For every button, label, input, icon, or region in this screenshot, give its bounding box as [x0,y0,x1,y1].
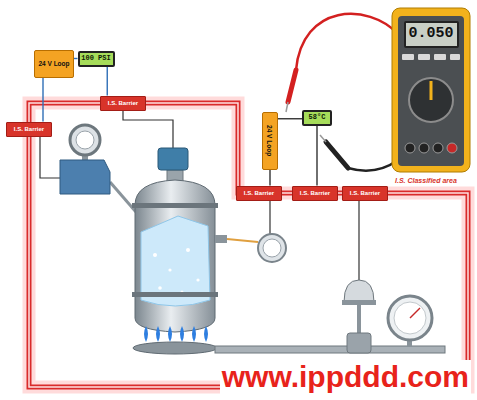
tank-flange [132,203,218,208]
jack [433,143,443,153]
black-lead [348,160,398,171]
is-barrier: I.S. Barrier [236,186,282,201]
flame [180,326,184,342]
dial-pointer [430,81,433,100]
gauge-face [394,302,426,334]
node-text: 0.050 [408,26,453,43]
button [434,54,446,60]
wire [358,198,359,280]
flame [156,326,160,342]
gauge-needle [410,308,420,318]
transmitter-face [76,131,94,149]
node-text: I.S. Barrier [300,190,330,197]
probe-tip [320,135,326,142]
loop-wire [269,170,270,186]
tank-actuator [158,148,188,170]
is-barrier: I.S. Barrier [342,186,388,201]
loop-display: 58°C [302,110,332,126]
bubble [196,278,199,281]
valve-body [347,333,371,353]
flame [144,326,148,342]
node-text: I.S. Barrier [244,190,274,197]
button [402,54,414,60]
is-barrier: I.S. Barrier [292,186,338,201]
black-probe [326,142,348,168]
is-barrier: I.S. Barrier [100,96,146,111]
tank-body [135,180,215,332]
jack [419,143,429,153]
button [450,54,460,60]
loop-power-supply: 24 V Loop [262,112,278,170]
multimeter-buttons [402,54,460,60]
transmitter-housing [60,160,110,194]
temperature-probe [227,239,258,242]
valve-actuator [344,280,374,302]
burner [133,342,217,354]
node-text: 24 V Loop [266,125,273,156]
watermark: www.ippddd.com [220,360,471,394]
transmitter-gauge [70,125,100,155]
wire [40,134,60,178]
loop-wire [74,58,78,59]
tank-flange [132,292,218,297]
red-probe [288,70,296,102]
button [418,54,430,60]
loop-wire [107,67,108,96]
temperature-face [263,239,281,257]
multimeter-display: 0.050 [404,21,459,48]
flame [192,326,196,342]
tank-nozzle [215,235,227,243]
bubble [153,253,157,257]
loop-power-supply: 24 V Loop [34,50,74,78]
red-lead [296,14,398,70]
node-text: I.S. Barrier [14,126,44,133]
loop-wire [316,126,317,186]
node-text: 24 V Loop [38,60,69,67]
wire [269,198,270,234]
burner-flames [144,326,208,342]
bubble [158,286,162,290]
bubbles [153,248,200,294]
node-text: 58°C [309,114,326,122]
jack [447,143,457,153]
node-text: 100 PSI [81,55,110,63]
valve-stem [357,305,361,333]
loop-wire [42,78,43,122]
loop-wire [278,118,302,119]
temperature-transmitter [258,234,286,262]
bubble [168,268,171,271]
flame [168,326,172,342]
multimeter-panel [398,16,464,166]
node-text: I.S. Barrier [108,100,138,107]
valve-yoke [342,300,376,305]
area-label: I.S. Classified area [394,177,458,184]
node-text: I.S. Barrier [350,190,380,197]
wire [123,108,173,148]
multimeter-body [392,8,470,172]
loop-display: 100 PSI [78,51,115,67]
pressure-gauge [388,296,432,340]
probe-tip [286,102,288,112]
pipe [215,346,445,353]
bubble [186,248,190,252]
flame [204,326,208,342]
jack [405,143,415,153]
multimeter-dial [409,78,453,122]
is-barrier: I.S. Barrier [6,122,52,137]
